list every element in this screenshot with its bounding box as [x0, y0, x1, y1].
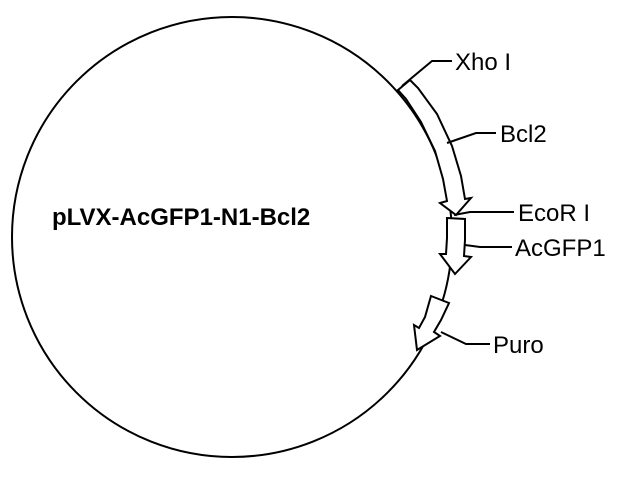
- puro-feature-arrow: [412, 294, 451, 352]
- bcl2-feature-label: Bcl2: [500, 121, 547, 148]
- ecori-leader-line: [453, 211, 514, 216]
- acgfp1-leader-line: [464, 244, 512, 248]
- bcl2-feature-arrow: [396, 78, 474, 217]
- plasmid-backbone: [11, 16, 453, 458]
- puro-feature-label: Puro: [493, 332, 544, 359]
- puro-leader-line: [440, 331, 490, 345]
- bcl2-leader-line: [446, 132, 496, 144]
- xhoi-leader-line: [401, 60, 452, 87]
- acgfp1-feature-arrow: [438, 216, 474, 276]
- acgfp1-feature-label: AcGFP1: [515, 235, 606, 262]
- ecori-site-label: EcoR I: [518, 200, 590, 227]
- xhoi-site-label: Xho I: [455, 49, 511, 76]
- plasmid-name: pLVX-AcGFP1-N1-Bcl2: [52, 204, 310, 231]
